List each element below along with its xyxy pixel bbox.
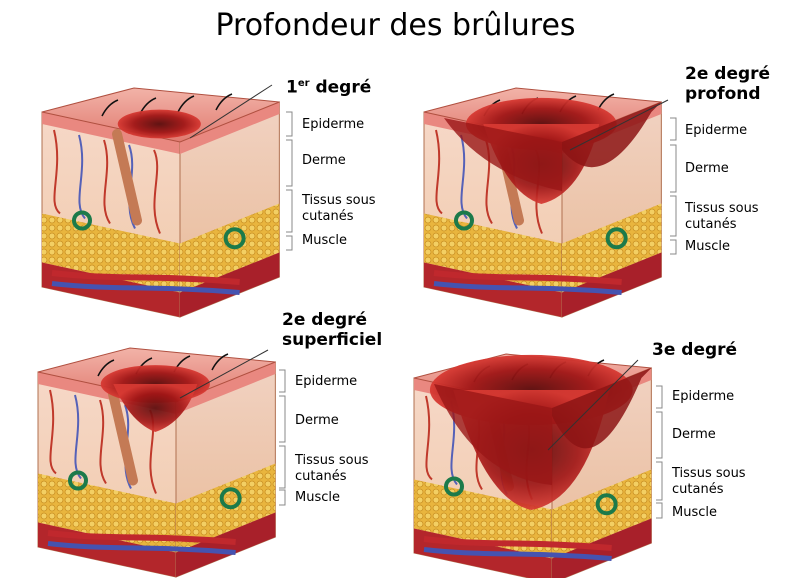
label-tissus-4: Tissus sous cutanés — [672, 466, 746, 497]
label-epiderme-4: Epiderme — [672, 389, 735, 404]
label-muscle-3: Muscle — [295, 490, 340, 505]
label-epiderme-3: Epiderme — [295, 374, 358, 389]
pointer-line-4 — [547, 359, 639, 451]
heading-second-degree-deep: 2e degré profond — [685, 64, 771, 104]
pointer-line-3 — [179, 349, 269, 399]
label-derme-2: Derme — [685, 161, 729, 176]
heading-second-degree-superficial: 2e degré superficiel — [282, 310, 383, 350]
label-epiderme-2: Epiderme — [685, 123, 748, 138]
label-epiderme-1: Epiderme — [302, 117, 365, 132]
label-derme-1: Derme — [302, 153, 346, 168]
label-tissus-1: Tissus sous cutanés — [302, 193, 376, 224]
block-first-degree — [41, 87, 280, 318]
heading-third-degree: 3e degré — [652, 340, 738, 360]
heading-first-degree: 1er degré — [286, 77, 372, 98]
pointer-line-2 — [569, 99, 669, 151]
page-title: Profondeur des brûlures — [215, 8, 576, 43]
label-muscle-2: Muscle — [685, 239, 730, 254]
block-second-degree-superficial — [37, 347, 276, 578]
label-derme-3: Derme — [295, 413, 339, 428]
label-derme-4: Derme — [672, 427, 716, 442]
block-third-degree — [413, 353, 652, 578]
pointer-line-1 — [189, 84, 273, 139]
label-muscle-4: Muscle — [672, 505, 717, 520]
label-muscle-1: Muscle — [302, 233, 347, 248]
block-second-degree-deep — [423, 87, 662, 318]
label-tissus-2: Tissus sous cutanés — [685, 201, 759, 232]
label-tissus-3: Tissus sous cutanés — [295, 453, 369, 484]
